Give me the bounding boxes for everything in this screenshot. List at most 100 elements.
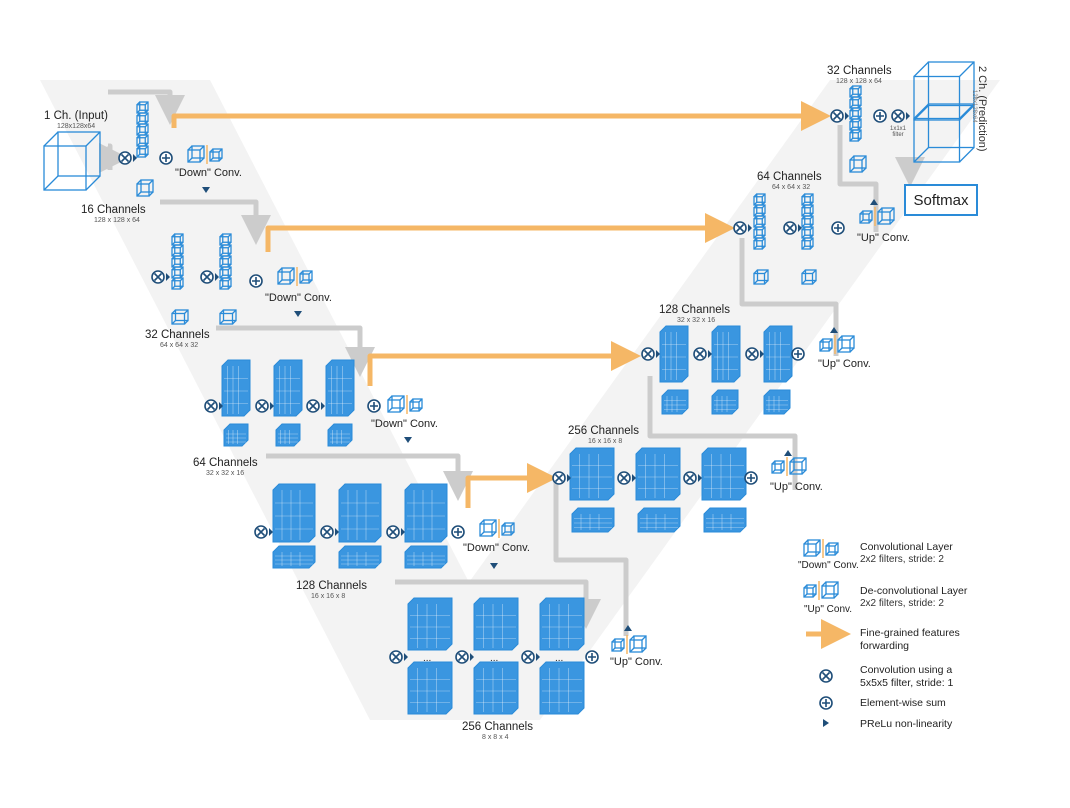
left3-sum-op-plus xyxy=(370,402,378,410)
right2-stack-b-cube-2-edges xyxy=(801,215,814,228)
right2-conv-op-a-cross xyxy=(735,223,745,233)
right1-stack-cube-4-back xyxy=(852,129,862,139)
left1-conv-op-cross xyxy=(120,153,130,163)
right2-stack-b-cube-0 xyxy=(801,193,814,206)
left2-stack-b-cube-4 xyxy=(219,277,232,290)
left4-block-c xyxy=(404,483,448,543)
right4-conv-op-b xyxy=(617,471,636,485)
left2-stack-a-cube-1-back xyxy=(174,244,184,254)
stage1-channels-label: 16 Channels xyxy=(81,204,146,216)
left4-small-a-body xyxy=(272,545,316,569)
right4-up-conv-big-back xyxy=(793,457,807,471)
legend-up-conv-icon-big-front xyxy=(821,585,835,599)
conn-bottom-to-right4 xyxy=(553,480,629,636)
legend-down-conv-icon-small xyxy=(825,542,839,556)
right4-up-conv-small-edges xyxy=(771,460,785,474)
bottom-conv-op-c-cross xyxy=(523,652,533,662)
right2-stack-a-cube-2-back xyxy=(756,215,766,225)
right3-conv-op-c xyxy=(745,347,764,361)
legend-up-conv-title: De-convolutional Layer xyxy=(860,585,968,597)
left3-block-a xyxy=(221,359,251,417)
right3-up-conv-small-edges xyxy=(819,338,833,352)
conn-input-side xyxy=(107,143,113,170)
right2-extra-a-front xyxy=(753,272,766,285)
right2-stack-b-cube-3-back xyxy=(804,226,814,236)
right2-up-conv-small xyxy=(859,210,873,224)
legend-up-conv-icon-big xyxy=(821,581,839,599)
left1-stack-cube-4-back xyxy=(139,145,149,155)
bottom-up-conv-big-front xyxy=(629,639,643,653)
right2-stack-b-cube-4 xyxy=(801,237,814,250)
right2-extra-b xyxy=(801,269,817,285)
left1-prelu-marker xyxy=(202,187,210,193)
left2-extra-b-front xyxy=(219,312,234,325)
left3-small-b xyxy=(275,423,301,447)
right2-up-conv-big-edges xyxy=(877,207,895,225)
left2-down-conv-big-edges xyxy=(277,267,295,285)
right2-stack-a-cube-0-back xyxy=(756,193,766,203)
left4-down-conv-big xyxy=(479,519,497,537)
left1-down-conv-small-back xyxy=(212,148,223,159)
left2-stack-a-cube-4-back xyxy=(174,277,184,287)
right1-extra-cube xyxy=(849,155,867,173)
right3-small-c-body xyxy=(763,389,791,415)
left4-small-c xyxy=(404,545,448,569)
left4-block-a xyxy=(272,483,316,543)
stage2-channels-label: 32 Channels xyxy=(145,329,210,341)
forward-arrow-stage3 xyxy=(367,341,641,386)
left1-conv-op-prelu xyxy=(133,154,137,162)
right-stage2-channels-label: 64 Channels xyxy=(757,171,822,183)
left3-down-conv-small-front xyxy=(409,401,420,412)
bottom-block-d xyxy=(407,661,453,715)
right1-extra-cube-back xyxy=(853,155,867,169)
left1-stack-cube-4 xyxy=(136,145,149,158)
right2-stack-a-cube-1-edges xyxy=(753,204,766,217)
left4-conv-op-c-cross xyxy=(388,527,398,537)
left1-stack-cube-2-back xyxy=(139,123,149,133)
bottom-conv-op-b-cross xyxy=(457,652,467,662)
right2-stack-a-cube-4-front xyxy=(753,240,763,250)
right4-sum-op xyxy=(744,471,758,485)
left2-stack-a-cube-0-back xyxy=(174,233,184,243)
left1-stack-cube-2-edges xyxy=(136,123,149,136)
right2-stack-b-cube-2-back xyxy=(804,215,814,225)
right3-block-a-body xyxy=(659,325,689,383)
left2-conv-op-b-prelu xyxy=(215,273,219,281)
legend-up-conv-icon-big-back xyxy=(825,581,839,595)
right1-stack-cube-4-edges xyxy=(849,129,862,142)
right2-stack-a-cube-2-edges xyxy=(753,215,766,228)
right1-stack-cube-1-back xyxy=(852,96,862,106)
legend-down-conv-sub: 2x2 filters, stride: 2 xyxy=(860,554,944,565)
right2-stack-b-cube-4-edges xyxy=(801,237,814,250)
left4-block-c-body xyxy=(404,483,448,543)
down-conv-label-4: "Down" Conv. xyxy=(463,542,530,554)
right-stage1-dims-label: 128 x 128 x 64 xyxy=(836,78,882,85)
right2-up-conv-small-front xyxy=(859,213,870,224)
left4-block-b xyxy=(338,483,382,543)
left2-sum-op xyxy=(249,274,263,288)
right1-stack-cube-3-back xyxy=(852,118,862,128)
left4-prelu-marker xyxy=(490,563,498,569)
legend-prelu-icon xyxy=(823,719,829,727)
bottom-conv-op-c-prelu xyxy=(536,653,540,661)
legend-sum-icon xyxy=(819,696,833,710)
stage2-dims-label: 64 x 64 x 32 xyxy=(160,342,199,349)
left2-conv-op-b-cross xyxy=(202,272,212,282)
left4-conv-op-b xyxy=(320,525,339,539)
left2-extra-b-edges xyxy=(219,309,237,325)
bottom-up-conv-big xyxy=(629,635,647,653)
left1-sum-op-plus xyxy=(162,154,170,162)
left2-down-conv-big xyxy=(277,267,295,285)
legend-down-conv-icon-small-front xyxy=(825,545,836,556)
left2-stack-b-cube-4-back xyxy=(222,277,232,287)
right2-stack-b-cube-4-front xyxy=(801,240,811,250)
right1-stack-cube-2-back xyxy=(852,107,862,117)
left4-small-c-body xyxy=(404,545,448,569)
left3-conv-op-c xyxy=(306,399,325,413)
right1-sum-op-plus xyxy=(876,112,884,120)
right4-block-b-body xyxy=(635,447,681,501)
left3-conv-op-c-prelu xyxy=(321,402,325,410)
right1-stack-cube-4-front xyxy=(849,132,859,142)
left2-conv-op-b xyxy=(200,270,219,284)
left4-down-conv-big-edges xyxy=(479,519,497,537)
